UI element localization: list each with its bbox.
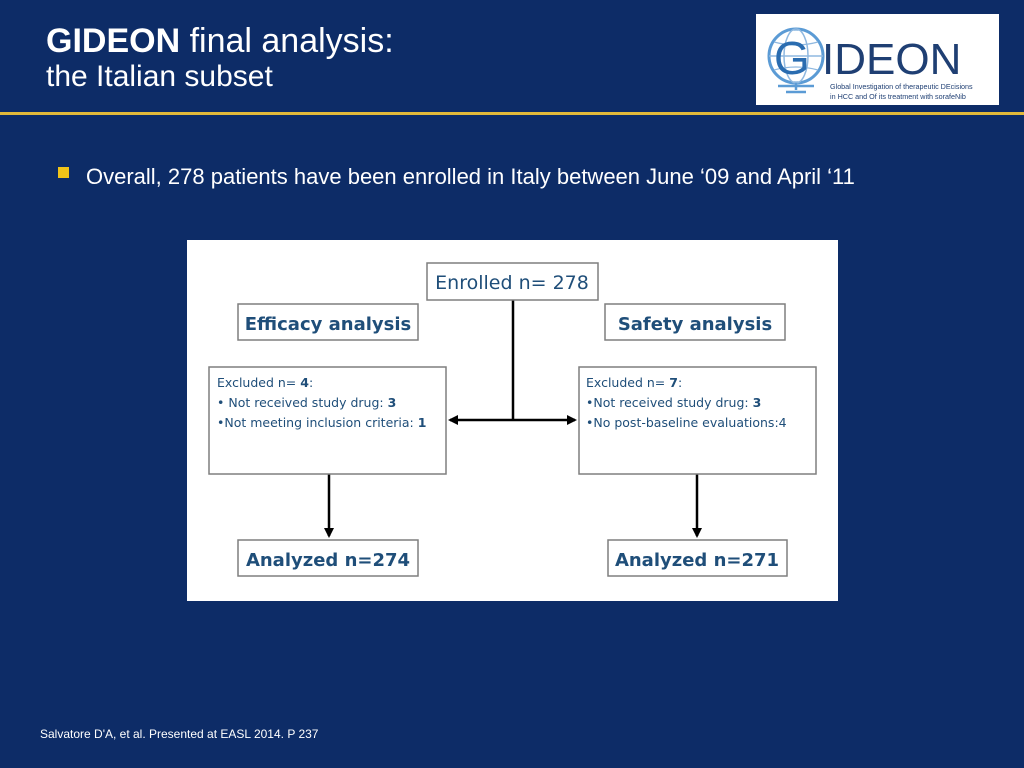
title-line: GIDEON final analysis: xyxy=(46,22,394,60)
subtitle: the Italian subset xyxy=(46,60,273,93)
citation-footnote: Salvatore D'A, et al. Presented at EASL … xyxy=(40,727,319,741)
patient-flow-diagram: Enrolled n= 278 Efficacy analysis Safety… xyxy=(187,240,838,601)
slide-title: GIDEON final analysis: the Italian subse… xyxy=(46,22,394,94)
efficacy-analyzed-box: Analyzed n=274 xyxy=(237,539,419,577)
efficacy-analyzed-label: Analyzed n=274 xyxy=(246,550,410,571)
efficacy-analysis-box: Efficacy analysis xyxy=(237,303,419,341)
logo-wordmark-g: G xyxy=(774,32,810,84)
logo-wordmark: IDEON xyxy=(822,35,961,84)
logo-tagline-2: in HCC and Of its treatment with sorafeN… xyxy=(830,92,966,101)
safety-excluded-heading: Excluded n= 7: xyxy=(586,375,682,390)
efficacy-excluded-reason-2: •Not meeting inclusion criteria: 1 xyxy=(217,415,426,430)
efficacy-analysis-label: Efficacy analysis xyxy=(245,314,411,335)
title-bold: GIDEON xyxy=(46,22,181,60)
square-bullet-icon xyxy=(58,167,69,178)
logo-tagline-1: Global Investigation of therapeutic DEci… xyxy=(830,82,973,91)
safety-excluded-reason-2: •No post-baseline evaluations:4 xyxy=(586,415,787,430)
bullet-text: Overall, 278 patients have been enrolled… xyxy=(86,164,855,189)
safety-analysis-label: Safety analysis xyxy=(618,314,772,335)
title-rest: final analysis: xyxy=(180,22,394,60)
gideon-logo-graphic: G IDEON Global Investigation of therapeu… xyxy=(767,27,973,101)
efficacy-exclusions-box: Excluded n= 4: • Not received study drug… xyxy=(208,366,447,475)
flow-diagram-svg: Enrolled n= 278 Efficacy analysis Safety… xyxy=(208,262,817,577)
globe-icon xyxy=(767,27,825,94)
header-divider xyxy=(0,112,1024,115)
efficacy-excluded-heading: Excluded n= 4: xyxy=(217,375,313,390)
safety-analysis-box: Safety analysis xyxy=(604,303,786,341)
safety-analyzed-label: Analyzed n=271 xyxy=(615,550,779,571)
enrolled-label: Enrolled n= 278 xyxy=(435,272,589,294)
safety-excluded-reason-1: •Not received study drug: 3 xyxy=(586,395,761,410)
safety-exclusions-box: Excluded n= 7: •Not received study drug:… xyxy=(578,366,817,475)
bullet-item: Overall, 278 patients have been enrolled… xyxy=(58,163,855,191)
gideon-logo: G IDEON Global Investigation of therapeu… xyxy=(756,14,999,105)
enrolled-box: Enrolled n= 278 xyxy=(426,262,599,301)
efficacy-excluded-reason-1: • Not received study drug: 3 xyxy=(217,395,396,410)
safety-analyzed-box: Analyzed n=271 xyxy=(607,539,788,577)
